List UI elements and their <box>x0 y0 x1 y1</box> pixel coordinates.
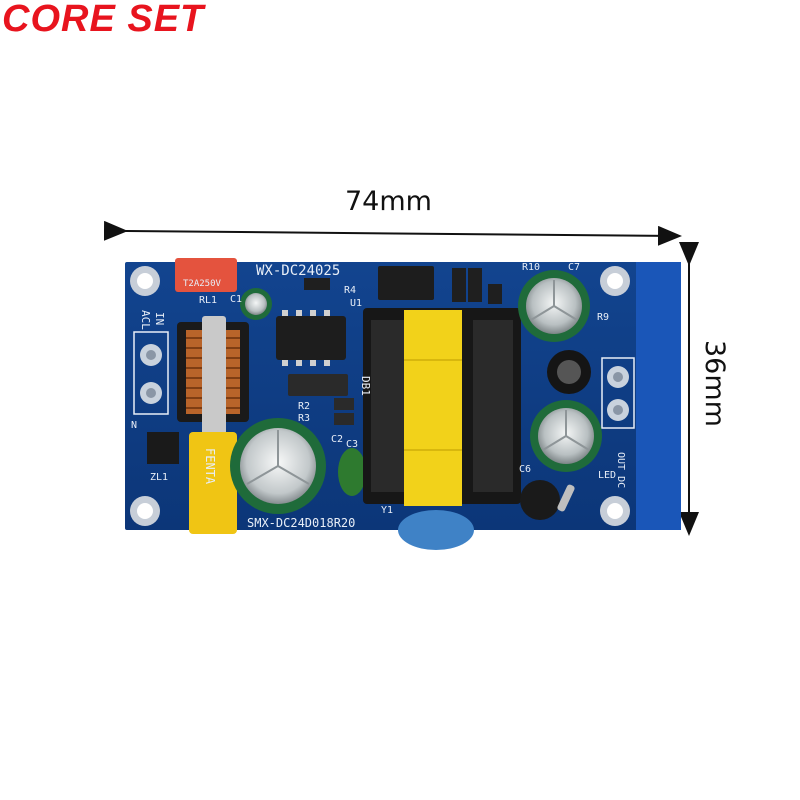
width-dimension-label: 74mm <box>345 186 432 217</box>
svg-text:U1: U1 <box>350 298 362 309</box>
output-capacitor-c6 <box>530 400 602 472</box>
smd-diodes <box>288 374 354 425</box>
model-label: WX-DC24025 <box>256 263 340 279</box>
x-capacitor-label: FENTA <box>203 448 217 485</box>
svg-text:OUT DC: OUT DC <box>615 452 626 488</box>
svg-text:C2: C2 <box>331 434 343 445</box>
svg-text:R10: R10 <box>522 262 540 273</box>
bulk-capacitor <box>230 418 326 514</box>
svg-text:N: N <box>131 420 137 431</box>
y-capacitor <box>398 510 474 550</box>
common-mode-choke <box>177 316 249 436</box>
output-capacitor-c7 <box>518 270 590 342</box>
resistor-array <box>304 268 502 304</box>
transistor <box>520 480 575 520</box>
ac-input-pads <box>133 331 169 415</box>
svg-text:C1: C1 <box>230 294 242 305</box>
x-capacitor: FENTA <box>189 432 237 534</box>
dc-output-pads <box>601 357 635 429</box>
ic-u1 <box>276 310 346 366</box>
mounting-holes <box>130 266 630 526</box>
svg-text:C3: C3 <box>346 439 358 450</box>
small-capacitor-c1 <box>240 288 272 320</box>
ceramic-capacitor <box>338 448 366 496</box>
optocoupler <box>378 266 434 300</box>
svg-text:IN: IN <box>153 312 166 325</box>
bridge-rectifier <box>147 432 179 464</box>
svg-text:Y1: Y1 <box>381 505 393 516</box>
svg-text:DB1: DB1 <box>359 376 372 396</box>
svg-text:C6: C6 <box>519 464 531 475</box>
svg-text:ACL: ACL <box>139 310 152 330</box>
svg-text:LED: LED <box>598 470 616 481</box>
svg-text:R4: R4 <box>344 285 356 296</box>
fuse-label: T2A250V <box>183 279 222 289</box>
batch-label: SMX-DC24D018R20 <box>247 516 355 530</box>
svg-text:R3: R3 <box>298 413 310 424</box>
fuse: T2A250V <box>175 258 237 292</box>
width-dimension-arrow <box>103 220 682 246</box>
transformer <box>363 308 521 506</box>
svg-text:R9: R9 <box>597 312 609 323</box>
silkscreen-labels: WX-DC24025 SMX-DC24D018R20 RL1 C1 U1 R4 … <box>131 262 626 530</box>
svg-text:ZL1: ZL1 <box>150 472 168 483</box>
pcb-right-edge <box>636 262 681 530</box>
brand-logo: CORE SET <box>2 0 205 40</box>
svg-text:C7: C7 <box>568 262 580 273</box>
output-inductor <box>547 350 591 394</box>
svg-text:R2: R2 <box>298 401 310 412</box>
svg-text:RL1: RL1 <box>199 295 217 306</box>
